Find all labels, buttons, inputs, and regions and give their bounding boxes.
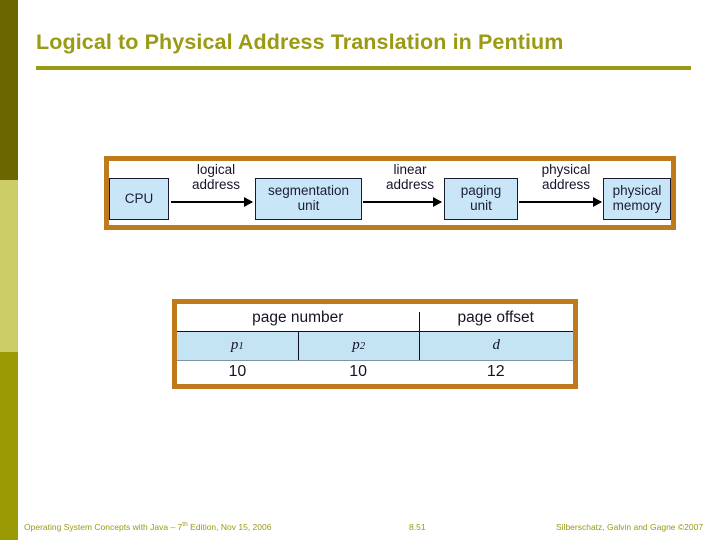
flow-box-segmentation-unit: segmentation unit bbox=[255, 178, 362, 220]
flow-box-cpu-label: CPU bbox=[124, 190, 154, 206]
symbol-p1-subscript: 1 bbox=[238, 339, 244, 352]
flow-label-physical-address: physical address bbox=[521, 162, 611, 192]
address-format-header-row: page number page offset bbox=[177, 304, 573, 332]
flow-label-logical-address-line1: logical bbox=[196, 162, 236, 177]
symbol-p2-base: p bbox=[352, 337, 360, 354]
flow-label-logical-address-line2: address bbox=[191, 176, 241, 192]
header-divider-rule bbox=[418, 312, 421, 332]
flow-label-logical-address: logical address bbox=[173, 162, 259, 192]
flow-label-physical-address-line1: physical bbox=[541, 162, 591, 177]
symbol-cell-d: d bbox=[418, 332, 573, 360]
bits-cell-d: 12 bbox=[486, 363, 505, 381]
flow-box-paging-unit-line1: paging bbox=[460, 183, 502, 199]
flow-label-physical-address-line2: address bbox=[541, 176, 591, 192]
footer-edition-superscript: th bbox=[182, 521, 188, 529]
bits-cell-p2: 10 bbox=[349, 363, 368, 381]
sidebar-band-middle bbox=[0, 180, 18, 352]
flow-box-physical-memory-line1: physical bbox=[612, 183, 662, 199]
sidebar-band-bottom bbox=[0, 352, 18, 540]
flow-label-linear-address: linear address bbox=[367, 162, 453, 192]
flow-box-segmentation-unit-line2: unit bbox=[297, 198, 320, 213]
flow-box-physical-memory-line2: memory bbox=[612, 198, 662, 213]
flow-arrow-physical-address bbox=[519, 197, 602, 207]
footer-source-main: Operating System Concepts with Java – 7 bbox=[24, 522, 183, 532]
footer-source-text: Operating System Concepts with Java – 7t… bbox=[24, 521, 271, 532]
header-cell-page-offset: page offset bbox=[457, 308, 534, 326]
footer-slide-number: 8.51 bbox=[409, 522, 426, 532]
flow-box-segmentation-unit-line1: segmentation bbox=[267, 183, 350, 199]
flow-box-paging-unit: paging unit bbox=[444, 178, 518, 220]
flow-label-linear-address-line2: address bbox=[385, 176, 435, 192]
footer-source-tail: Edition, Nov 15, 2006 bbox=[187, 522, 272, 532]
symbol-p2-subscript: 2 bbox=[359, 339, 366, 352]
flow-box-cpu: CPU bbox=[109, 178, 169, 220]
bits-cell-p1: 10 bbox=[228, 363, 247, 381]
flow-arrow-linear-address bbox=[363, 197, 442, 207]
sidebar-band-top bbox=[0, 0, 18, 180]
footer-copyright: Silberschatz, Galvin and Gagne ©2007 bbox=[556, 522, 704, 532]
flow-box-physical-memory: physical memory bbox=[603, 178, 671, 220]
address-translation-flow-figure: CPU logical address segmentation unit li… bbox=[104, 156, 676, 230]
symbol-p1-base: p bbox=[230, 337, 239, 354]
flow-arrow-logical-address bbox=[171, 197, 253, 207]
flow-figure-inner: CPU logical address segmentation unit li… bbox=[109, 161, 671, 225]
header-cell-page-number: page number bbox=[252, 308, 344, 326]
address-format-bits-row: 10 10 12 bbox=[177, 361, 573, 384]
title-underline-rule bbox=[36, 66, 691, 70]
flow-box-paging-unit-line2: unit bbox=[470, 198, 492, 213]
flow-label-linear-address-line1: linear bbox=[393, 162, 427, 177]
page-title: Logical to Physical Address Translation … bbox=[36, 30, 564, 54]
